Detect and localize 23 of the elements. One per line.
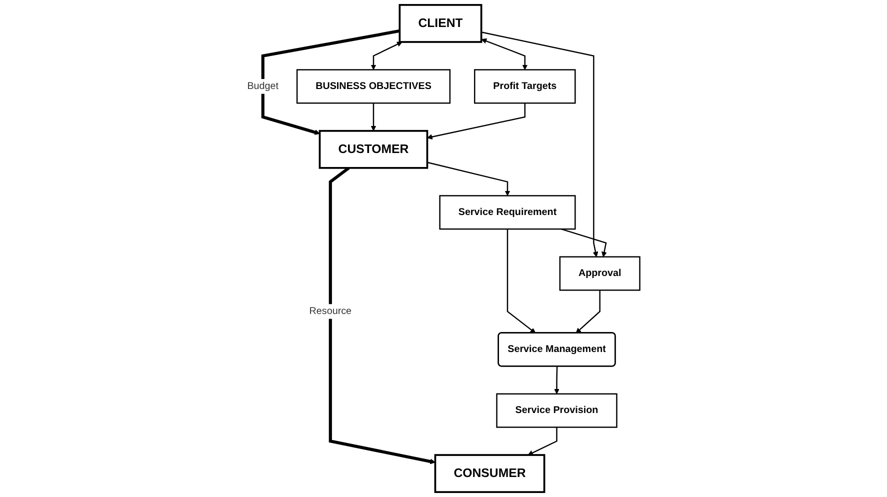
arrow — [261, 29, 400, 135]
edge-label: Budget — [247, 80, 279, 92]
arrow — [370, 103, 376, 132]
node-box: CONSUMER — [434, 454, 546, 493]
arrow — [528, 427, 558, 456]
node-box: CLIENT — [398, 4, 482, 43]
arrow — [370, 42, 402, 70]
node-box: BUSINESS OBJECTIVES — [296, 69, 451, 104]
arrow — [427, 103, 526, 140]
arrow — [328, 166, 436, 464]
node-box: Approval — [559, 256, 640, 291]
node-box: Profit Targets — [474, 69, 576, 104]
node-box: CUSTOMER — [318, 130, 428, 169]
edge-label: Resource — [309, 306, 352, 316]
node-box: Service Requirement — [439, 195, 576, 230]
arrow — [427, 162, 510, 196]
arrow — [481, 38, 528, 70]
arrow — [561, 228, 607, 258]
arrow — [576, 290, 600, 334]
arrow — [481, 32, 598, 258]
arrow — [554, 366, 560, 394]
arrow — [506, 229, 536, 334]
node-box: Service Provision — [496, 393, 618, 428]
